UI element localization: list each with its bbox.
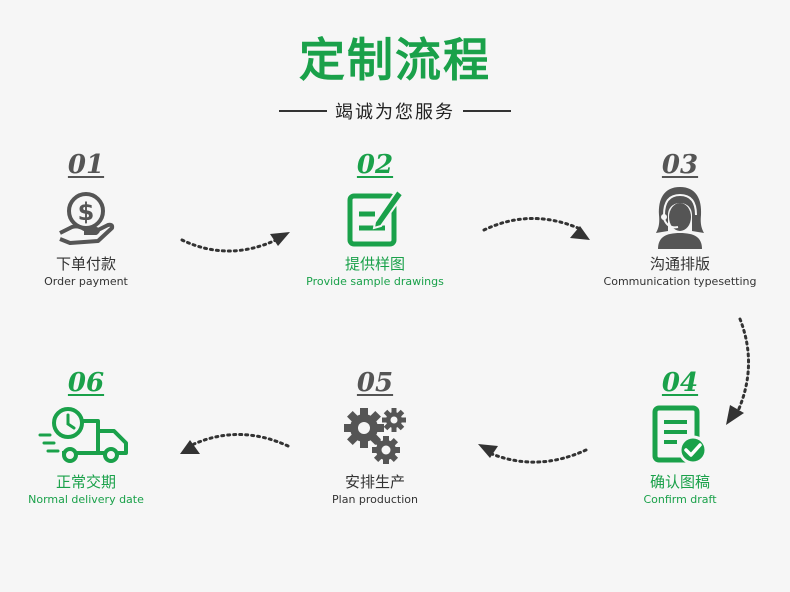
step-title-en: Plan production (332, 493, 418, 506)
gears-icon (344, 408, 406, 464)
step-title-cn: 提供样图 (344, 255, 405, 273)
customer-service-icon (656, 187, 704, 249)
step-delivery: 06 正常交期 Normal delivery date (0, 368, 186, 508)
arrow-step4-to-step5 (478, 444, 588, 464)
delivery-truck-icon (38, 407, 128, 463)
step-title-en: Normal delivery date (28, 493, 144, 506)
subtitle-row: 竭诚为您服务 (0, 96, 790, 126)
document-check-icon (652, 405, 708, 465)
step-title-en: Order payment (44, 275, 128, 288)
arrow-step2-to-step3 (482, 216, 590, 240)
arrow-step1-to-step2 (180, 232, 290, 253)
step-title-en: Provide sample drawings (306, 275, 444, 288)
page-title: 定制流程 (299, 33, 491, 87)
money-hand-icon: $ (59, 192, 115, 245)
step-title-cn: 下单付款 (55, 255, 116, 273)
step-communication: 03 沟通排版 Communication typesetting (580, 150, 780, 290)
subtitle-divider-left (279, 110, 327, 112)
svg-text:$: $ (78, 198, 95, 226)
step-title-cn: 安排生产 (344, 473, 405, 491)
step-title-en: Communication typesetting (603, 275, 757, 288)
step-title-cn: 确认图稿 (649, 473, 710, 491)
step-order-payment: 01 $ 下单付款 Order payment (0, 150, 186, 290)
step-number: 01 (67, 150, 105, 180)
step-number: 04 (661, 368, 699, 398)
step-number: 06 (67, 368, 105, 398)
step-number: 05 (356, 368, 394, 398)
step-title-en: Confirm draft (643, 493, 717, 506)
subtitle-divider-right (463, 110, 511, 112)
page-subtitle: 竭诚为您服务 (335, 102, 455, 123)
step-number: 02 (356, 150, 394, 180)
step-provide-samples: 02 提供样图 Provide sample drawings (275, 150, 475, 290)
step-confirm-draft: 04 确认图稿 Confirm draft (580, 368, 780, 508)
step-title-cn: 沟通排版 (649, 255, 710, 273)
edit-document-icon (347, 188, 405, 247)
arrow-step5-to-step6 (180, 433, 290, 454)
step-plan-production: 05 (275, 368, 475, 508)
step-number: 03 (661, 150, 699, 180)
arrow-step3-to-step4 (726, 317, 750, 425)
step-title-cn: 正常交期 (55, 473, 116, 491)
